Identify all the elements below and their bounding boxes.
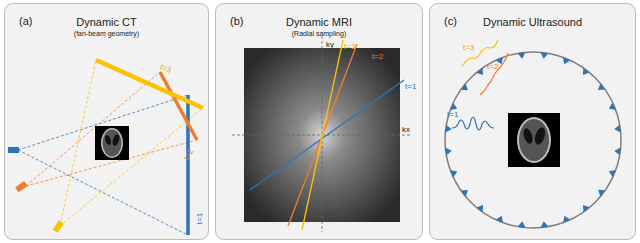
time-label: t=2	[487, 62, 498, 71]
transducer-element	[445, 125, 451, 133]
panel-subtitle: (fan-beam geometry)	[5, 30, 208, 37]
transducer-element	[563, 57, 570, 64]
ct-geometry	[8, 60, 203, 235]
panel: (a)Dynamic CT (fan-beam geometry)	[4, 3, 209, 240]
transducer-element	[540, 52, 548, 58]
panel-tag: (b)	[230, 15, 243, 27]
transducer-element	[541, 221, 549, 227]
transducer-element	[609, 103, 616, 110]
transducer-element	[609, 170, 616, 177]
time-label: t=3	[463, 43, 474, 52]
panel-ground	[4, 3, 209, 240]
time-label: t=2	[372, 52, 383, 61]
panel-ground	[215, 3, 423, 240]
panel-tag: (a)	[19, 15, 32, 27]
k-space	[232, 36, 410, 232]
time-label: t=1	[195, 213, 204, 224]
transducer-element	[598, 190, 605, 197]
transducer-element	[496, 216, 503, 223]
transducer-element	[450, 170, 457, 177]
time-label: t=3	[344, 42, 355, 51]
transducer-element	[598, 83, 605, 90]
panel: (b)Dynamic MRI (Radial sampling)	[215, 3, 423, 240]
panel-title: Dynamic Ultrasound	[430, 16, 635, 28]
axis-label: kx	[402, 125, 410, 134]
panel: (c)Dynamic Ultrasound	[429, 3, 636, 240]
time-label: t=1	[447, 110, 458, 119]
transducer-element	[461, 83, 468, 90]
transducer-element	[614, 124, 620, 132]
transducer-element	[445, 148, 451, 156]
transducer-element	[476, 205, 483, 212]
panel-title: Dynamic MRI	[216, 16, 422, 28]
panel-title: Dynamic CT	[5, 16, 208, 28]
transducer-element	[518, 221, 526, 227]
panel-ground	[429, 3, 636, 240]
transducer-element	[583, 68, 590, 75]
ultrasound-ring	[445, 40, 621, 228]
transducer-element	[563, 216, 570, 223]
transducer-element	[583, 205, 590, 212]
axis-label: ky	[326, 40, 334, 49]
panel-subtitle: (Radial sampling)	[216, 30, 422, 37]
transducer-element	[476, 68, 483, 75]
transducer-element	[614, 147, 620, 155]
transducer-element	[450, 103, 457, 110]
panel-tag: (c)	[444, 15, 457, 27]
time-label: t=1	[405, 82, 416, 91]
transducer-element	[517, 52, 525, 58]
transducer-element	[461, 190, 468, 197]
